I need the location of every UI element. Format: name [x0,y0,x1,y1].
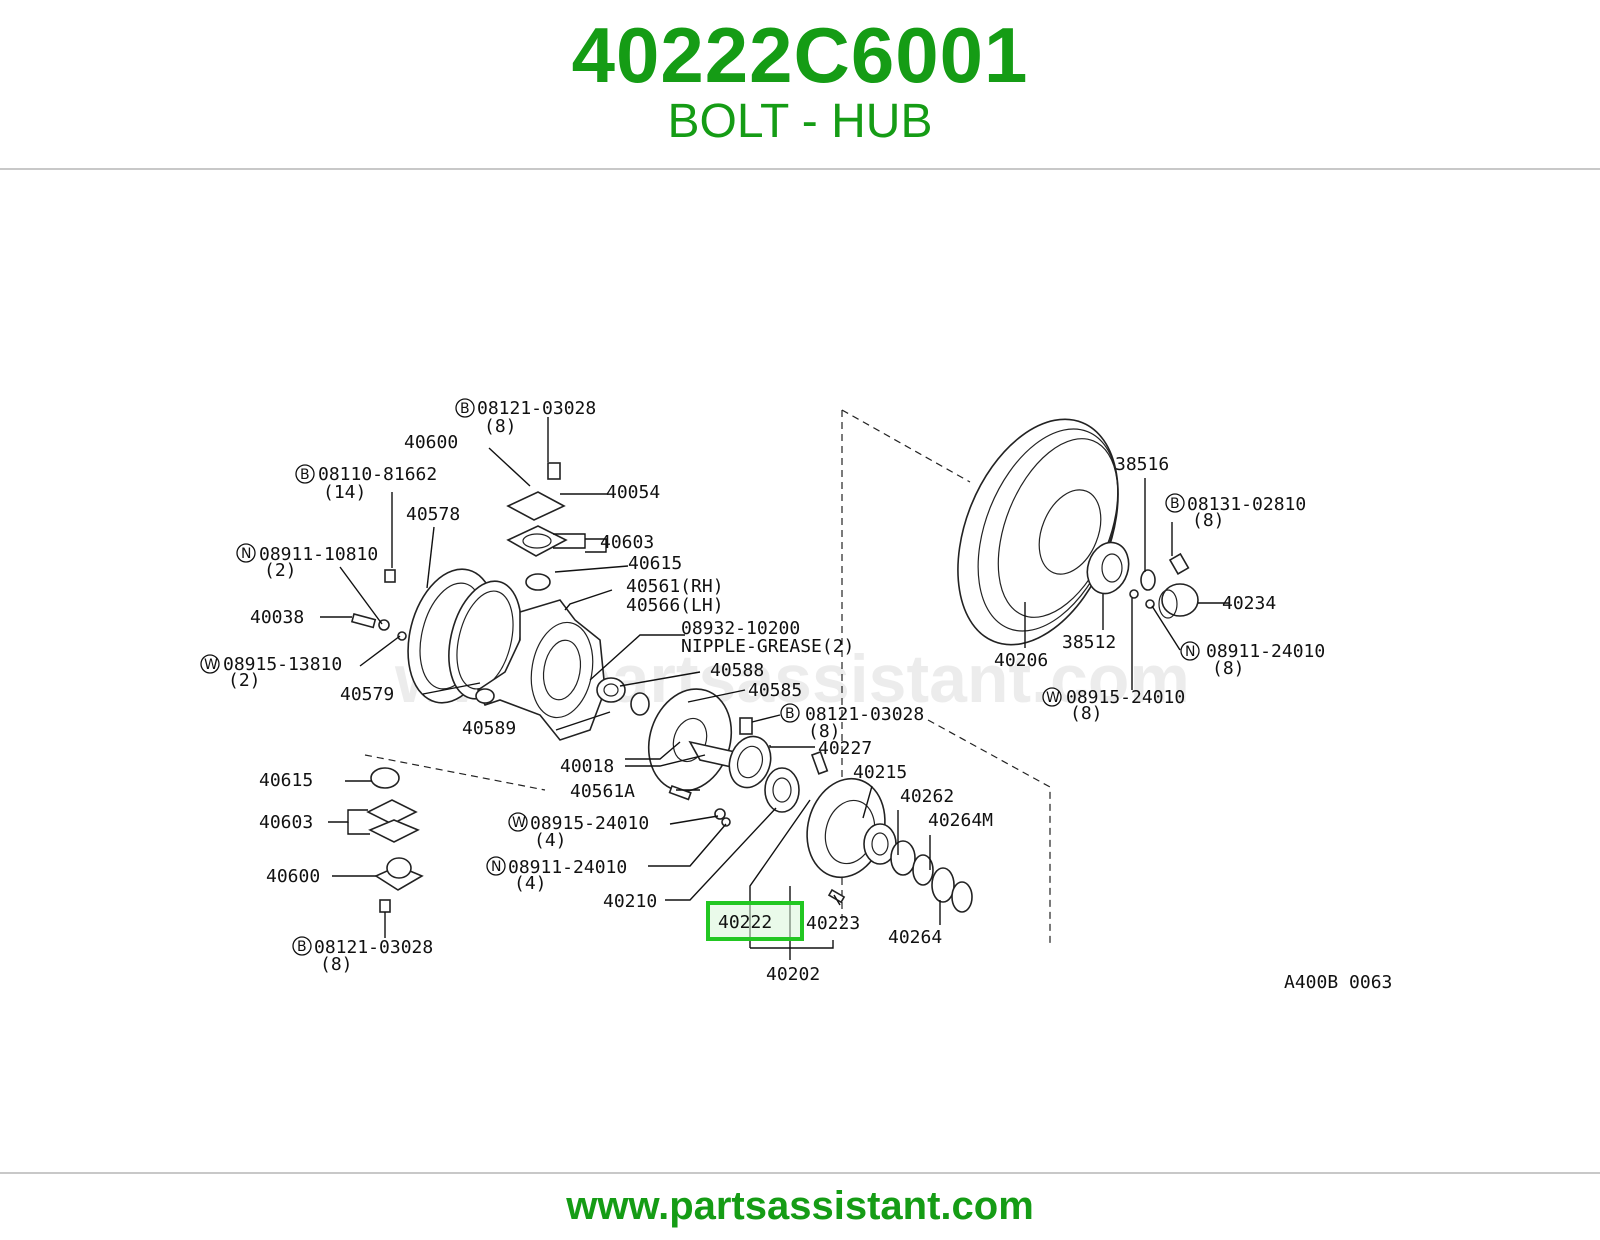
label-40588: 40588 [710,660,764,681]
label-40566-lh: 40566(LH) [626,595,724,616]
diagram-code: A400B 0063 [1284,972,1392,993]
label-qty-4-n: (4) [514,873,547,894]
label-40223: 40223 [806,913,860,934]
exploded-parts-diagram: www.partsassistant.com [200,398,1392,993]
label-40603-bot: 40603 [259,812,313,833]
header-divider [0,168,1600,170]
svg-text:N: N [1185,644,1195,660]
brake-drum [957,418,1119,646]
label-nipple-grease: NIPPLE-GREASE(2) [681,636,854,657]
label-w-08915-24010-right: 08915-24010 [1066,687,1185,708]
bolt-08110 [384,569,396,583]
label-qty-2-n: (2) [264,560,297,581]
prefix-markers: B B N W B W N B B N W [200,398,1200,956]
label-38516: 38516 [1115,454,1169,475]
label-qty-8-mid: (8) [808,721,841,742]
label-40615-top: 40615 [628,553,682,574]
label-40600-bot: 40600 [266,866,320,887]
label-40234: 40234 [1222,593,1276,614]
hub-assembly [806,777,973,913]
label-qty-2-w: (2) [228,670,261,691]
highlighted-part-box[interactable] [706,901,804,941]
spindle-assembly [596,677,829,827]
label-40264m: 40264M [928,810,993,831]
label-qty-4-w: (4) [534,830,567,851]
part-number-title: 40222C6001 [571,11,1029,99]
label-40600-top: 40600 [404,432,458,453]
label-40222-highlighted[interactable]: 40222 [718,912,772,933]
label-qty-8-n: (8) [1212,658,1245,679]
svg-text:B: B [785,706,795,722]
label-qty-8-bot: (8) [320,954,353,975]
page-header: 40222C6001 BOLT - HUB [0,0,1600,170]
label-40589: 40589 [462,718,516,739]
label-qty-8-w: (8) [1070,703,1103,724]
group-outline-hub [927,719,1051,945]
label-w-08915-24010-left: 08915-24010 [530,813,649,834]
label-n-08911-24010-right: 08911-24010 [1206,641,1325,662]
group-outline-drum [841,409,971,483]
svg-text:W: W [512,815,526,831]
seal-ring [448,580,522,700]
label-40578: 40578 [406,504,460,525]
part-labels: 08121-03028 (8) 40600 40054 08110-81662 … [223,398,1392,993]
label-40585: 40585 [748,680,802,701]
label-08932-10200: 08932-10200 [681,618,800,639]
part-name-subtitle: BOLT - HUB [667,95,933,148]
label-40227: 40227 [818,738,872,759]
label-40603-top: 40603 [600,532,654,553]
washer-small [397,631,407,641]
label-40615-bot: 40615 [259,770,313,791]
label-40579: 40579 [340,684,394,705]
label-qty-8-top: (8) [484,416,517,437]
label-qty-8-b: (8) [1192,510,1225,531]
label-w-08915-13810: 08915-13810 [223,654,342,675]
label-40561-rh: 40561(RH) [626,576,724,597]
drum-hub [1086,541,1199,619]
svg-text:B: B [460,401,470,417]
label-40215: 40215 [853,762,907,783]
footer-divider [0,1172,1600,1174]
label-40561a: 40561A [570,781,635,802]
svg-text:N: N [491,859,501,875]
svg-text:N: N [241,546,251,562]
label-b-08121-03028-top: 08121-03028 [477,398,596,419]
label-40210: 40210 [603,891,657,912]
label-40264: 40264 [888,927,942,948]
svg-text:B: B [300,467,310,483]
svg-text:B: B [297,939,307,955]
bolt-40038 [350,613,377,629]
label-b-08121-03028-bot: 08121-03028 [314,937,433,958]
label-n-08911-10810: 08911-10810 [259,544,378,565]
label-38512: 38512 [1062,632,1116,653]
label-40054: 40054 [606,482,660,503]
label-b-08121-03028-mid: 08121-03028 [805,704,924,725]
label-40206: 40206 [994,650,1048,671]
label-n-08911-24010-left: 08911-24010 [508,857,627,878]
group-outline-knuckle [364,754,546,791]
label-40038: 40038 [250,607,304,628]
label-b-08110-81662: 08110-81662 [318,464,437,485]
steering-knuckle [475,599,606,741]
svg-text:W: W [204,657,218,673]
label-40202: 40202 [766,964,820,985]
lower-cap-stack [366,767,424,913]
svg-text:B: B [1170,496,1180,512]
label-qty-14: (14) [323,482,366,503]
footer-website[interactable]: www.partsassistant.com [566,1184,1034,1228]
upper-cap-stack [506,462,568,591]
label-40018: 40018 [560,756,614,777]
label-b-08131-02810: 08131-02810 [1187,494,1306,515]
label-40262: 40262 [900,786,954,807]
svg-text:W: W [1046,690,1060,706]
